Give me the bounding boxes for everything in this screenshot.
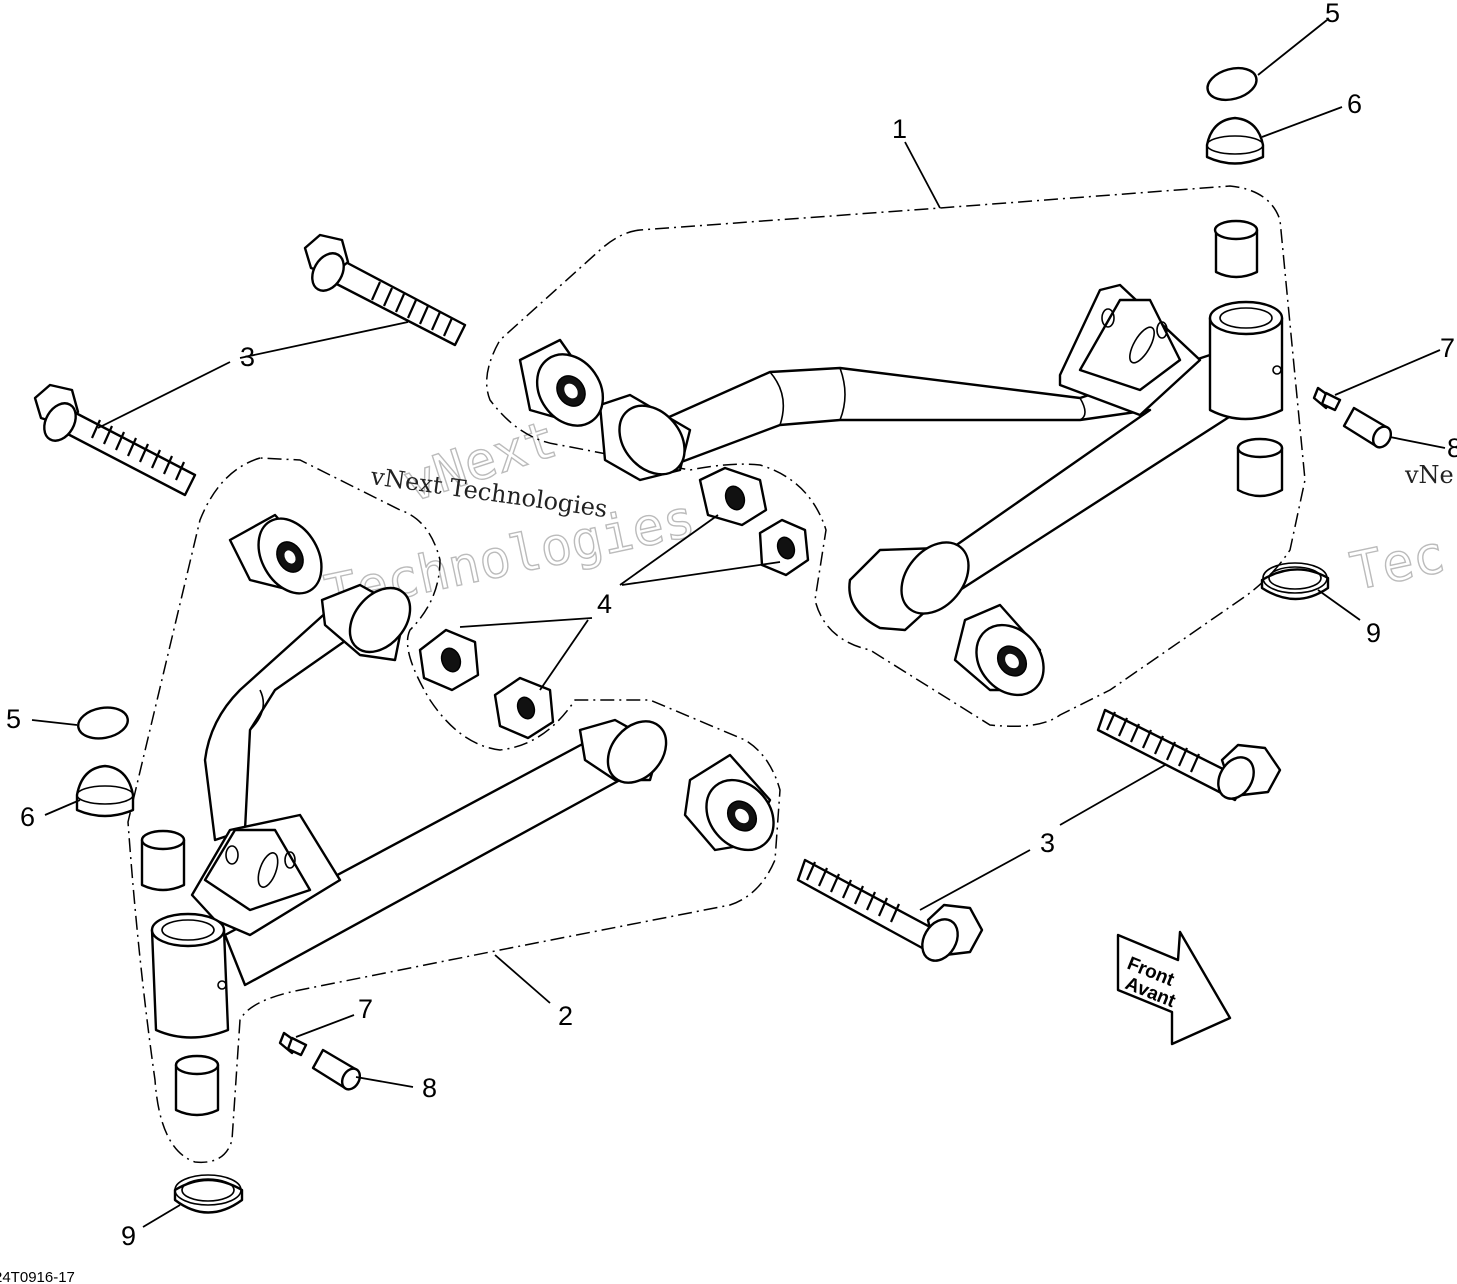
grease-fitting-lower [278, 1031, 308, 1057]
upper-arm-bushing-rear [518, 338, 605, 427]
callout-8-upper: 8 [1447, 433, 1457, 463]
callout-8-lower: 8 [422, 1073, 437, 1103]
callout-3-rear: 3 [240, 342, 255, 372]
nut-3 [418, 628, 480, 692]
leader-lines [31, 19, 1446, 1228]
callout-6-lower: 6 [20, 802, 35, 832]
upper-sleeve-top [1213, 219, 1259, 279]
bolt-front-lower [796, 858, 984, 962]
callout-5-upper: 5 [1325, 0, 1340, 28]
clip-ring-lower [77, 706, 129, 740]
dust-cap-lower [75, 764, 135, 818]
lower-arm-assembly-outline [127, 457, 781, 1164]
callout-7-upper: 7 [1440, 333, 1455, 363]
upper-sleeve-bottom [1236, 437, 1284, 498]
nut-1 [698, 466, 768, 527]
upper-arm-assembly-outline [485, 185, 1306, 727]
callout-numbers: 5 6 1 3 7 8 4 9 5 6 3 2 7 8 9 [6, 0, 1457, 1251]
dust-cap-upper [1205, 116, 1265, 165]
callout-3-front: 3 [1040, 828, 1055, 858]
bolt-upper-rear-2 [33, 383, 197, 497]
lower-arm-bushing-rear [228, 513, 323, 595]
callout-9-upper: 9 [1366, 618, 1381, 648]
callout-5-lower: 5 [6, 704, 21, 734]
grease-fitting-upper [1312, 386, 1342, 412]
lower-sleeve-top [140, 829, 186, 892]
callout-1: 1 [892, 114, 907, 144]
watermark-technologies-partial: Tec [1345, 524, 1449, 602]
seal-ring-lower [173, 1174, 244, 1214]
bolt-front-right [1096, 708, 1282, 802]
callout-6-upper: 6 [1347, 89, 1362, 119]
watermark-company-partial: vNe [1404, 461, 1454, 489]
upper-a-arm [598, 283, 1284, 632]
nut-2 [758, 518, 810, 577]
fitting-cap-upper [1342, 406, 1393, 449]
callout-7-lower: 7 [358, 994, 373, 1024]
callout-4: 4 [597, 589, 612, 619]
callout-2: 2 [558, 1001, 573, 1031]
callout-9-lower: 9 [121, 1221, 136, 1251]
nut-4 [493, 676, 555, 740]
clip-ring-upper [1206, 66, 1258, 102]
lower-sleeve-bottom [174, 1054, 220, 1117]
front-direction-arrow: Front Avant [1116, 930, 1232, 1046]
seal-ring-upper [1260, 562, 1330, 601]
figure-reference-code: 24T0916-17 [0, 1269, 75, 1284]
lower-arm-bushing-front [683, 753, 775, 852]
lower-a-arm [150, 583, 668, 1039]
bolt-upper-rear-1 [303, 233, 467, 347]
fitting-cap-lower [311, 1048, 362, 1091]
upper-arm-bushing-front [953, 603, 1045, 697]
